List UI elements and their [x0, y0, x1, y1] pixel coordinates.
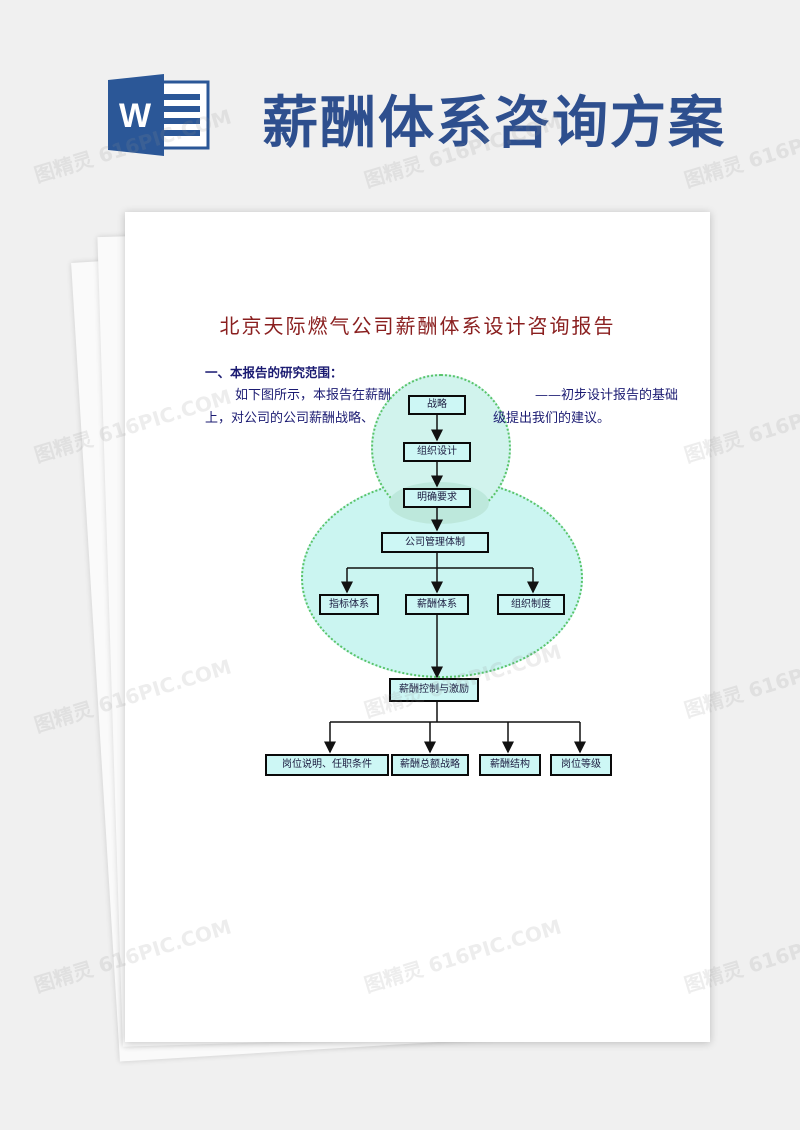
- document-page: 北京天际燃气公司薪酬体系设计咨询报告 一、本报告的研究范围： 如下图所示，本报告…: [125, 212, 710, 1042]
- paragraph-line1-end: ——初步设计报告的基础: [535, 388, 679, 403]
- box-org-rules: 组织制度: [497, 594, 565, 615]
- banner-header: W 薪酬体系咨询方案: [0, 0, 800, 200]
- section-heading: 一、本报告的研究范围：: [205, 365, 343, 380]
- box-indicator-system: 指标体系: [319, 594, 379, 615]
- box-management-system: 公司管理体制: [381, 532, 489, 553]
- diagram-connectors: [324, 415, 586, 754]
- box-clear-requirements: 明确要求: [403, 488, 471, 508]
- box-salary-system: 薪酬体系: [405, 594, 469, 615]
- paragraph-line2-start: 上，对公司的公司薪酬战略、: [205, 411, 375, 426]
- box-org-design: 组织设计: [403, 442, 471, 462]
- document-title: 北京天际燃气公司薪酬体系设计咨询报告: [219, 314, 616, 338]
- paragraph-line1-start: 如下图所示，本报告在薪酬: [235, 388, 392, 403]
- box-strategy: 战略: [408, 395, 466, 415]
- box-salary-structure: 薪酬结构: [479, 754, 541, 776]
- banner-title: 薪酬体系咨询方案: [262, 90, 726, 156]
- paragraph-line2-end: 级提出我们的建议。: [493, 411, 611, 426]
- box-job-description: 岗位说明、任职条件: [265, 754, 389, 776]
- box-total-salary-strategy: 薪酬总额战略: [391, 754, 469, 776]
- box-salary-control: 薪酬控制与激励: [389, 678, 479, 702]
- word-icon-letter: W: [119, 97, 152, 135]
- word-document-icon: W: [108, 74, 214, 156]
- box-job-grade: 岗位等级: [550, 754, 612, 776]
